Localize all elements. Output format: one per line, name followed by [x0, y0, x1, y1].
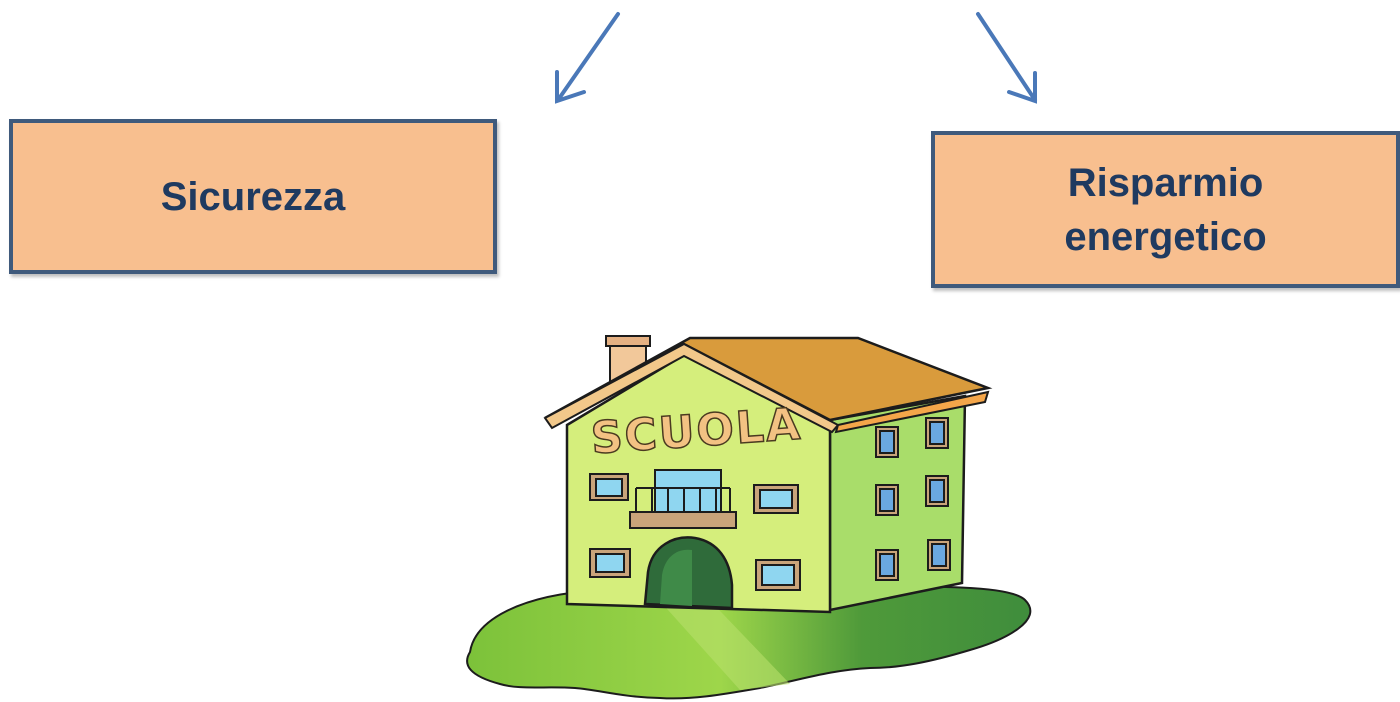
lawn-shade: [650, 590, 790, 690]
risparmio-energetico-box: Risparmio energetico: [931, 131, 1400, 288]
side-windows: [875, 417, 951, 581]
balcony: [629, 487, 737, 529]
front-windows: [589, 473, 801, 591]
sicurezza-label: Sicurezza: [161, 170, 346, 224]
sicurezza-box: Sicurezza: [9, 119, 497, 274]
risparmio-label-line-2: energetico: [1064, 214, 1267, 259]
sicurezza-label-line: Sicurezza: [160, 174, 346, 219]
arrow-right: [976, 12, 1037, 104]
risparmio-energetico-label: Risparmio energetico: [1064, 156, 1266, 264]
risparmio-label-line-1: Risparmio: [1067, 160, 1264, 205]
arrow-left: [555, 12, 620, 104]
